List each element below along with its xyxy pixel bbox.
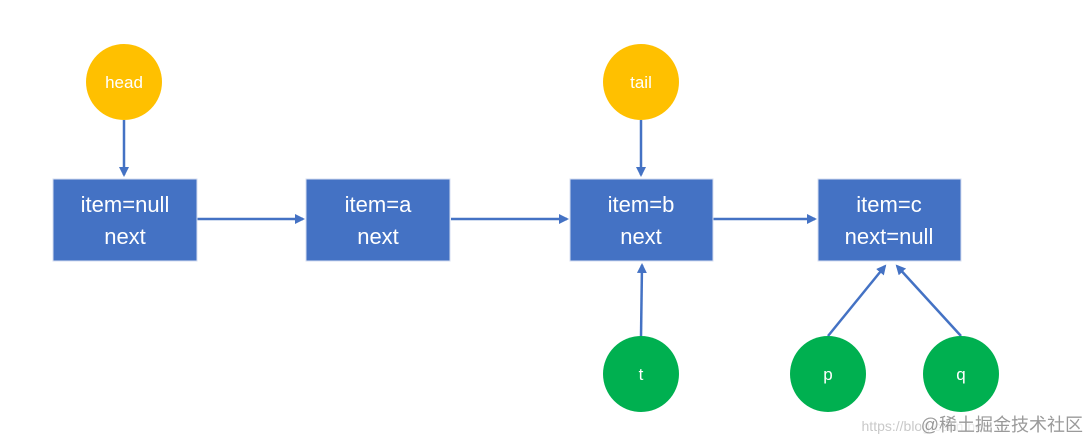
node-3: item=c next=null (817, 178, 962, 262)
node-3-item: item=c (856, 192, 921, 217)
node-2-next: next (620, 224, 662, 249)
node-2: item=b next (569, 178, 714, 262)
p-pointer: p (790, 336, 866, 412)
head-label: head (105, 73, 143, 92)
watermark-brand: @稀土掘金技术社区 (920, 415, 1083, 435)
q-label: q (956, 365, 965, 384)
watermark: https://blog.csdn.net/@稀土掘金技术社区 (862, 411, 1083, 437)
t-arrow (636, 263, 647, 338)
tail-label: tail (630, 73, 652, 92)
node-1-next: next (357, 224, 399, 249)
tail-pointer: tail (603, 44, 679, 120)
p-arrow (827, 264, 887, 337)
node-1: item=a next (305, 178, 451, 262)
q-pointer: q (923, 336, 999, 412)
p-label: p (823, 365, 832, 384)
q-arrow (895, 264, 962, 337)
node-2-item: item=b (608, 192, 675, 217)
t-pointer: t (603, 336, 679, 412)
node-1-item: item=a (345, 192, 412, 217)
node-3-next: next=null (845, 224, 934, 249)
t-label: t (639, 365, 644, 384)
node-0-next: next (104, 224, 146, 249)
head-pointer: head (86, 44, 162, 120)
node-0-item: item=null (81, 192, 170, 217)
node-0: item=null next (52, 178, 198, 262)
